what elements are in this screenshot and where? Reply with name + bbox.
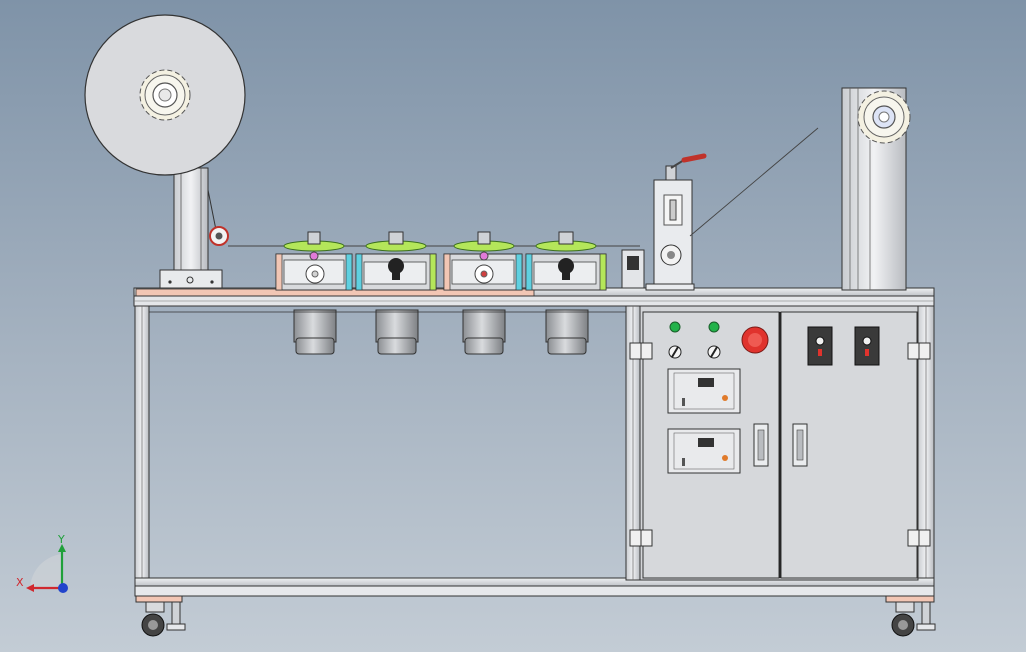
material-strip-incline (689, 127, 819, 237)
welding-station-2 (355, 231, 437, 291)
controller-indicator (722, 395, 728, 401)
digital-controller-1[interactable] (667, 368, 741, 414)
controller-display (698, 378, 714, 387)
roll-hub-gear-icon (139, 69, 191, 121)
z-axis-dot (58, 583, 68, 593)
x-axis-label: X (16, 576, 24, 589)
selector-switch-icon[interactable] (668, 345, 682, 359)
welding-motor-2 (375, 309, 419, 355)
welding-station-4 (525, 231, 607, 291)
caster-left (135, 595, 186, 637)
welding-station-1 (275, 231, 353, 291)
power-switch-2[interactable] (854, 326, 880, 366)
power-switch-1[interactable] (807, 326, 833, 366)
door-hinge (629, 342, 653, 360)
green-indicator-lamp (708, 321, 720, 333)
controller-display (698, 438, 714, 447)
machine-frame (134, 305, 935, 597)
door-handle-right[interactable] (792, 423, 808, 467)
selector-switch-icon[interactable] (707, 345, 721, 359)
welding-station-3 (443, 231, 523, 291)
door-hinge (907, 529, 931, 547)
digital-controller-2[interactable] (667, 428, 741, 474)
welding-motor-1 (293, 309, 337, 355)
welding-motor-3 (462, 309, 506, 355)
material-roll-holder (84, 14, 246, 291)
caster-right (885, 595, 936, 637)
y-axis-label: Y (57, 533, 65, 546)
roll-post-base (159, 269, 223, 291)
output-post (841, 87, 911, 291)
door-handle-left[interactable] (753, 423, 769, 467)
tension-handle-icon[interactable] (670, 153, 707, 169)
output-gear-icon (857, 90, 911, 144)
controller-indicator (722, 455, 728, 461)
coordinate-triad: Y X (16, 533, 68, 593)
tension-adjuster (645, 153, 707, 291)
welding-motor-4 (545, 309, 589, 355)
green-indicator-lamp (669, 321, 681, 333)
door-hinge (907, 342, 931, 360)
door-hinge (629, 529, 653, 547)
cutter-block (621, 249, 645, 289)
adjust-knob-icon[interactable] (558, 258, 574, 280)
adjust-knob-icon[interactable] (388, 258, 404, 280)
control-cabinet (625, 305, 931, 581)
emergency-stop-button[interactable] (741, 326, 769, 354)
roll-post (173, 167, 209, 273)
guide-roller (209, 226, 229, 246)
table-top (133, 287, 935, 307)
